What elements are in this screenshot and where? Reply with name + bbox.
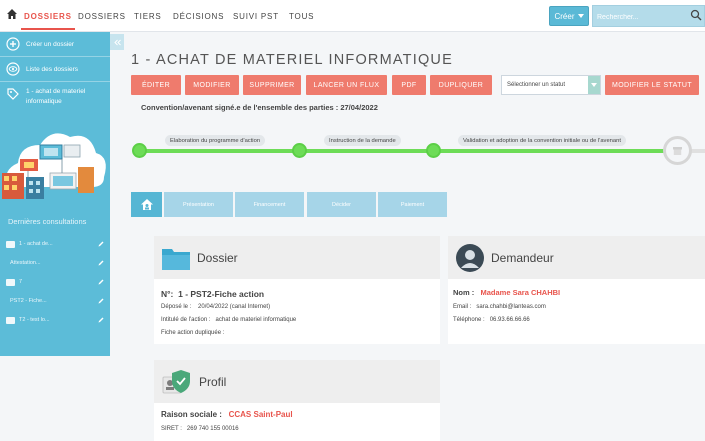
step-label: Validation et adoption de la convention … (458, 135, 626, 146)
tab-decider[interactable]: Décider (307, 192, 376, 217)
tab-financement[interactable]: Financement (235, 192, 304, 217)
search-icon[interactable] (690, 9, 702, 21)
dossier-number: N°: 1 - PST2-Fiche action (161, 289, 265, 299)
sidebar-item-create[interactable]: Créer un dossier (0, 32, 110, 56)
step-dot[interactable] (132, 143, 147, 158)
recent-item[interactable]: Attestation... (6, 254, 104, 272)
user-avatar-icon (456, 243, 484, 272)
dossier-intitule: Intitulé de l'action : achat de materiel… (161, 317, 297, 323)
folder-icon (6, 316, 15, 324)
eye-icon (6, 62, 20, 76)
tab-home[interactable] (131, 192, 162, 217)
recent-label: 1 - achat de... (19, 241, 53, 247)
chevron-down-icon (588, 76, 600, 94)
pencil-icon[interactable] (98, 241, 104, 247)
step-end-dot[interactable] (663, 136, 692, 165)
profile-shield-icon (162, 369, 190, 393)
launch-flow-button[interactable]: LANCER UN FLUX (306, 75, 387, 95)
dossier-dupliquee: Fiche action dupliquée : (161, 330, 225, 336)
recent-item[interactable]: T2 - test lo... (6, 311, 104, 329)
card-title: Dossier (197, 250, 238, 265)
sidebar-item-current[interactable]: 1 - achat de materiel informatique (0, 82, 110, 118)
pdf-button[interactable]: PDF (392, 75, 426, 95)
box-icon (673, 147, 682, 155)
duplicate-button[interactable]: DUPLIQUER (430, 75, 492, 95)
recent-label: 7 (19, 279, 23, 285)
tag-icon (7, 88, 19, 100)
modify-button[interactable]: MODIFIER (185, 75, 239, 95)
sidebar-item-label: Liste des dossiers (26, 65, 79, 73)
top-nav: DOSSIERS DOSSIERS TIERS DÉCISIONS SUIVI … (0, 0, 705, 32)
sidebar: Créer un dossier Liste des dossiers 1 - … (0, 32, 110, 356)
delete-button[interactable]: SUPPRIMER (243, 75, 301, 95)
card-header: Dossier (154, 236, 440, 279)
tab-paiement[interactable]: Paiement (378, 192, 447, 217)
demandeur-telephone: Téléphone : 06.93.66.66.66 (453, 317, 530, 323)
nav-decisions[interactable]: DÉCISIONS (173, 12, 225, 21)
sidebar-item-label: 1 - achat de materiel informatique (26, 88, 86, 105)
demandeur-card: Demandeur Nom : Madame Sara CHAHBI Email… (448, 236, 705, 344)
search-box (592, 5, 705, 28)
progress-line (140, 149, 680, 153)
profil-raison-sociale: Raison sociale : CCAS Saint-Paul (161, 410, 293, 419)
tab-presentation[interactable]: Présentation (164, 192, 233, 217)
step-dot[interactable] (426, 143, 441, 158)
dossier-depose: Déposé le : 20/04/2022 (canal Internet) (161, 304, 271, 310)
plus-circle-icon (6, 37, 20, 51)
pencil-icon[interactable] (98, 317, 104, 323)
card-header: Demandeur (448, 236, 705, 279)
nav-suivi-pst[interactable]: SUIVI PST (233, 12, 279, 21)
dossier-card: Dossier N°: 1 - PST2-Fiche action Déposé… (154, 236, 440, 344)
card-title: Profil (199, 374, 227, 389)
recent-label: T2 - test lo... (19, 317, 50, 323)
sidebar-item-label: Créer un dossier (26, 40, 75, 48)
status-select[interactable]: Sélectionner un statut (501, 75, 601, 95)
folder-icon (6, 278, 15, 286)
pencil-icon[interactable] (98, 260, 104, 266)
nav-dossiers-active[interactable]: DOSSIERS (21, 12, 75, 30)
divider (0, 81, 110, 82)
city-illustration (2, 133, 106, 199)
create-button[interactable]: Créer (549, 6, 589, 26)
sidebar-collapse-button[interactable] (110, 34, 124, 50)
search-input[interactable] (593, 7, 704, 28)
folder-icon (6, 240, 15, 248)
edit-button[interactable]: ÉDITER (131, 75, 181, 95)
pencil-icon[interactable] (98, 298, 104, 304)
step-dot[interactable] (292, 143, 307, 158)
demandeur-nom: Nom : Madame Sara CHAHBI (453, 288, 561, 297)
convention-status: Convention/avenant signé.e de l'ensemble… (141, 103, 378, 112)
home-icon[interactable] (6, 8, 18, 20)
create-label: Créer (554, 11, 575, 21)
step-label: Instruction de la demande (324, 135, 401, 146)
modify-status-button[interactable]: MODIFIER LE STATUT (605, 75, 699, 95)
home-user-icon (140, 199, 153, 210)
demandeur-email: Email : sara.chahbi@lanteas.com (453, 304, 546, 310)
recent-label: PST2 - Fiche... (10, 298, 47, 304)
progress-line-pending (680, 149, 705, 153)
nav-tiers[interactable]: TIERS (134, 12, 162, 21)
caret-down-icon (577, 14, 584, 18)
double-chevron-left-icon (113, 39, 121, 45)
recent-item[interactable]: PST2 - Fiche... (6, 292, 104, 310)
folder-icon (162, 248, 190, 270)
recent-item[interactable]: 1 - achat de... (6, 235, 104, 253)
profil-card: Profil Raison sociale : CCAS Saint-Paul … (154, 360, 440, 441)
nav-dossiers[interactable]: DOSSIERS (78, 12, 126, 21)
nav-tous[interactable]: TOUS (289, 12, 315, 21)
recent-label: Attestation... (10, 260, 41, 266)
divider (0, 56, 110, 57)
sidebar-item-list[interactable]: Liste des dossiers (0, 57, 110, 81)
recent-title: Dernières consultations (8, 217, 87, 226)
profil-siret: SIRET : 269 740 155 00016 (161, 426, 239, 432)
card-title: Demandeur (491, 250, 554, 265)
pencil-icon[interactable] (98, 279, 104, 285)
card-header: Profil (154, 360, 440, 403)
step-label: Elaboration du programme d'action (165, 135, 266, 146)
status-select-value: Sélectionner un statut (507, 82, 566, 88)
page-title: 1 - ACHAT DE MATERIEL INFORMATIQUE (131, 52, 453, 68)
recent-item[interactable]: 7 (6, 273, 104, 291)
